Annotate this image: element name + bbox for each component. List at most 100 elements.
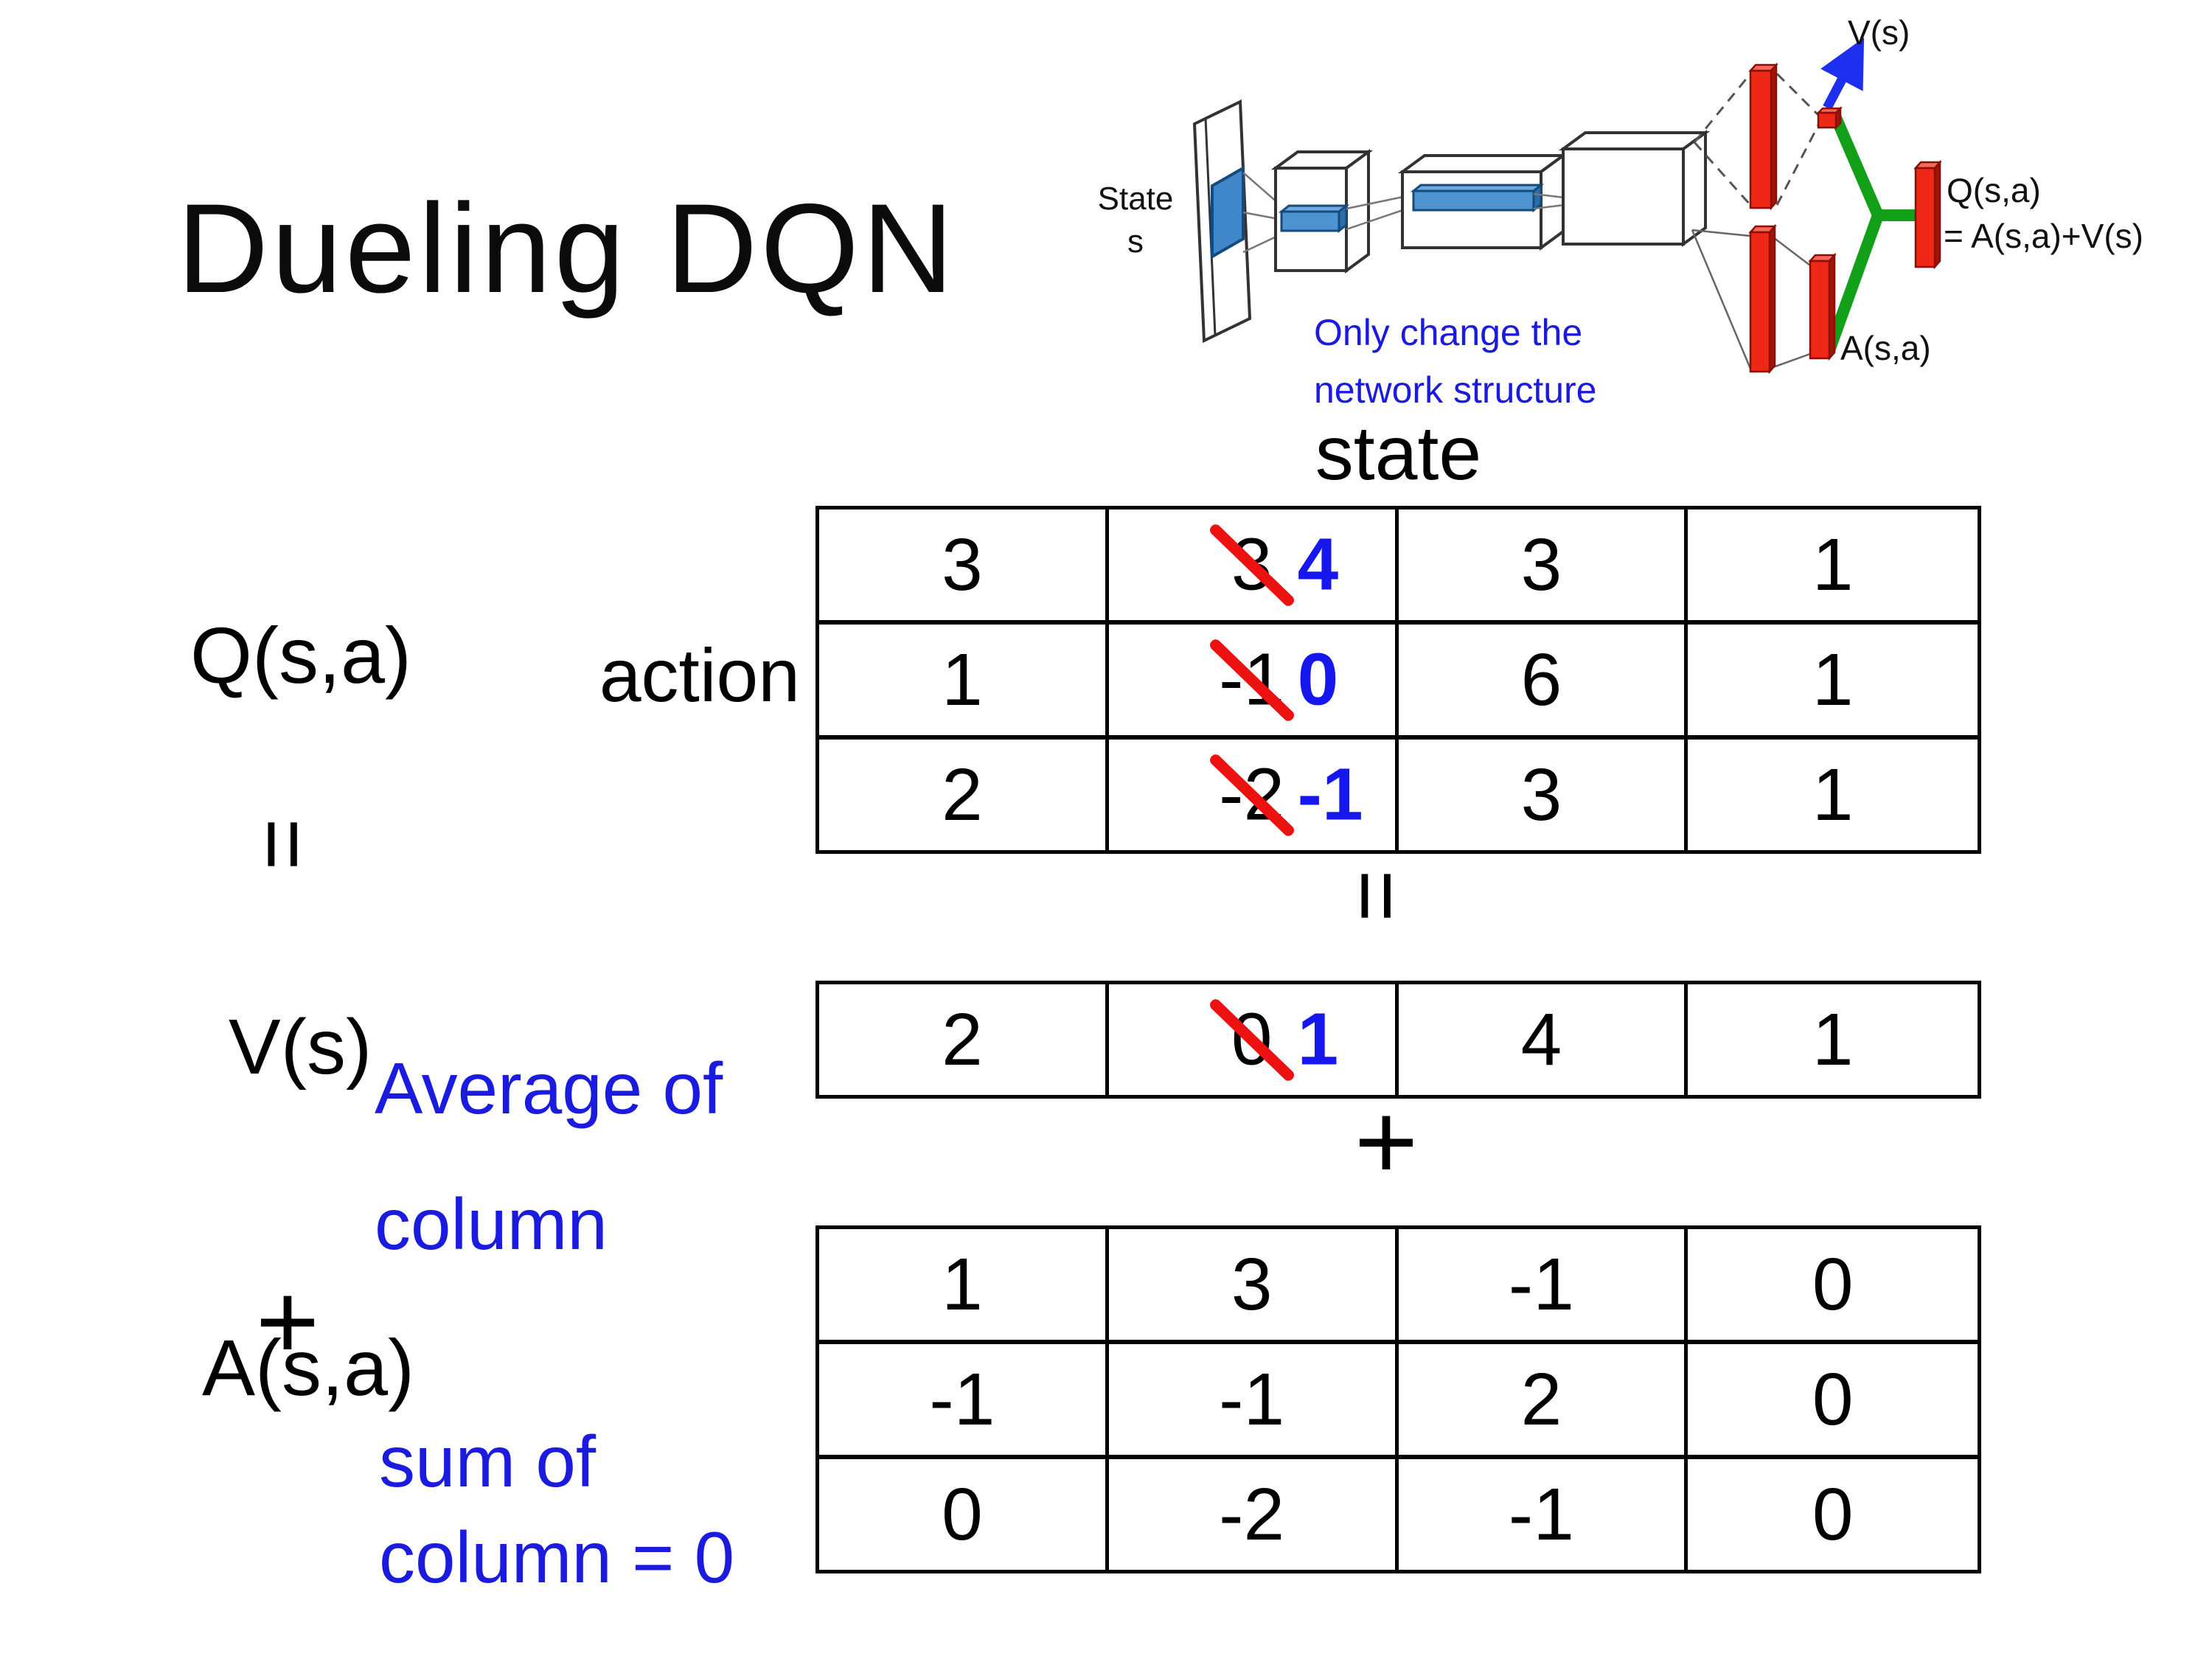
cell-value: 3 xyxy=(942,523,983,606)
q-cell-r3c4: 1 xyxy=(1688,735,1978,850)
old-value-struck: -2 xyxy=(1109,753,1395,838)
a-note-line2: column = 0 xyxy=(379,1517,735,1598)
v-cell-c1: 2 xyxy=(819,984,1109,1095)
q-matrix-label: Q(s,a) xyxy=(190,611,412,700)
q-output-formula: = A(s,a)+V(s) xyxy=(1944,217,2143,255)
v-matrix-label: V(s) xyxy=(229,1004,372,1091)
merge-link xyxy=(1823,111,1919,355)
new-value: 4 xyxy=(1297,523,1339,606)
old-value-struck: -1 xyxy=(1109,638,1395,723)
state-input-label-s: s xyxy=(1127,223,1144,260)
cell-value: -1 xyxy=(1508,1242,1574,1326)
v-note-line1: Average of xyxy=(375,1048,723,1129)
hidden-box-1 xyxy=(1270,149,1374,274)
diagram-caption-line2: network structure xyxy=(1314,369,1596,411)
cell-value: 1 xyxy=(1812,638,1854,721)
a-cell-r1c1: 1 xyxy=(819,1229,1109,1340)
advantage-stream-links xyxy=(1691,229,1811,369)
fc-bar-top xyxy=(1748,62,1778,211)
conv-feature-3-icon xyxy=(1410,182,1545,213)
q-cell-r1c2: 3 4 xyxy=(1109,509,1399,620)
slide-title: Dueling DQN xyxy=(177,178,957,319)
q-cell-r1c1: 3 xyxy=(819,509,1109,620)
fan-lines-3 xyxy=(1533,192,1565,210)
q-output-label: Q(s,a) xyxy=(1947,171,2041,209)
cell-value: 0 xyxy=(1812,1357,1854,1441)
new-value: -1 xyxy=(1297,753,1363,836)
cell-value: 1 xyxy=(1812,998,1854,1081)
a-cell-r3c1: 0 xyxy=(819,1455,1109,1570)
cell-value: 3 xyxy=(1231,1242,1273,1326)
cell-value: -1 xyxy=(929,1357,995,1441)
value-stream-links xyxy=(1693,72,1820,206)
a-cell-r3c2: -2 xyxy=(1108,1455,1399,1570)
a-output-label: A(s,a) xyxy=(1840,329,1931,367)
cell-value: 2 xyxy=(1520,1357,1562,1441)
cell-value: 0 xyxy=(942,1472,983,1556)
equals-sign-middle: = xyxy=(1327,869,1427,922)
hidden-box-3 xyxy=(1558,130,1711,247)
cell-value: 1 xyxy=(1812,523,1854,606)
a-matrix-label: A(s,a) xyxy=(202,1323,415,1412)
v-table: 2 0 1 4 1 xyxy=(815,981,1981,1099)
cell-value: 2 xyxy=(942,998,983,1081)
a-cell-r1c2: 3 xyxy=(1109,1229,1399,1340)
conv-feature-2-icon xyxy=(1278,203,1350,234)
cell-value: -1 xyxy=(1219,1357,1285,1441)
cell-value: -2 xyxy=(1219,1472,1285,1556)
cell-value: 1 xyxy=(1812,753,1854,836)
q-cell-r1c4: 1 xyxy=(1688,509,1978,620)
cell-value: -1 xyxy=(1508,1472,1574,1556)
q-cell-r2c4: 1 xyxy=(1688,620,1978,735)
equals-sign-left: = xyxy=(234,818,334,871)
state-input-label: State xyxy=(1098,181,1174,217)
old-value-struck: 3 xyxy=(1109,523,1395,608)
v-output-label: V(s) xyxy=(1848,13,1910,52)
q-cell-r2c3: 6 xyxy=(1398,620,1688,735)
v-cell-c3: 4 xyxy=(1399,984,1688,1095)
q-cell-r3c2: -2 -1 xyxy=(1108,735,1399,850)
cell-value: 6 xyxy=(1520,638,1562,721)
old-value-struck: 0 xyxy=(1109,998,1395,1082)
q-cell-r3c1: 2 xyxy=(819,735,1109,850)
a-cell-r3c3: -1 xyxy=(1398,1455,1688,1570)
network-diagram: State s V(s) Q(s,a) = A(s,a)+V(s) A(s,a)… xyxy=(1098,13,2143,411)
cell-value: 3 xyxy=(1520,523,1562,606)
plus-sign-middle: + xyxy=(1354,1081,1419,1203)
q-cell-r2c1: 1 xyxy=(819,620,1109,735)
diagram-caption-line1: Only change the xyxy=(1314,312,1582,353)
v-cell-c4: 1 xyxy=(1688,984,1978,1095)
value-arrow xyxy=(1820,38,1865,111)
v-note-line2: column xyxy=(375,1183,608,1265)
q-cell-r1c3: 3 xyxy=(1399,509,1688,620)
cell-value: 0 xyxy=(1812,1472,1854,1556)
cell-value: 1 xyxy=(942,638,983,721)
a-note-line1: sum of xyxy=(379,1421,597,1502)
a-cell-r2c1: -1 xyxy=(819,1340,1109,1455)
input-frame-edge xyxy=(1204,117,1217,336)
new-value: 0 xyxy=(1297,638,1339,721)
q-table: 3 3 4 3 1 1 -1 0 6 1 2 -2 -1 3 1 xyxy=(815,506,1981,854)
q-cell-r2c2: -1 0 xyxy=(1108,620,1399,735)
a-cell-r2c2: -1 xyxy=(1108,1340,1399,1455)
cell-value: 2 xyxy=(942,753,983,836)
cell-value: 0 xyxy=(1812,1242,1854,1326)
cell-value: 3 xyxy=(1520,753,1562,836)
a-cell-r1c4: 0 xyxy=(1688,1229,1978,1340)
state-column-header: state xyxy=(1315,411,1482,496)
new-value: 1 xyxy=(1297,998,1339,1081)
a-cell-r2c4: 0 xyxy=(1688,1340,1978,1455)
fc-bar-bottom xyxy=(1748,223,1777,375)
q-cell-r3c3: 3 xyxy=(1398,735,1688,850)
plus-sign-left: + xyxy=(255,1261,320,1382)
conv-feature-1-icon xyxy=(1211,165,1245,260)
action-row-header: action xyxy=(599,633,800,717)
v-cell-c2: 0 1 xyxy=(1109,984,1399,1095)
advantage-bar xyxy=(1808,252,1837,361)
q-output-bar xyxy=(1913,159,1942,270)
a-cell-r3c4: 0 xyxy=(1688,1455,1978,1570)
a-cell-r1c3: -1 xyxy=(1399,1229,1688,1340)
value-node xyxy=(1815,105,1843,131)
cell-value: 4 xyxy=(1520,998,1562,1081)
